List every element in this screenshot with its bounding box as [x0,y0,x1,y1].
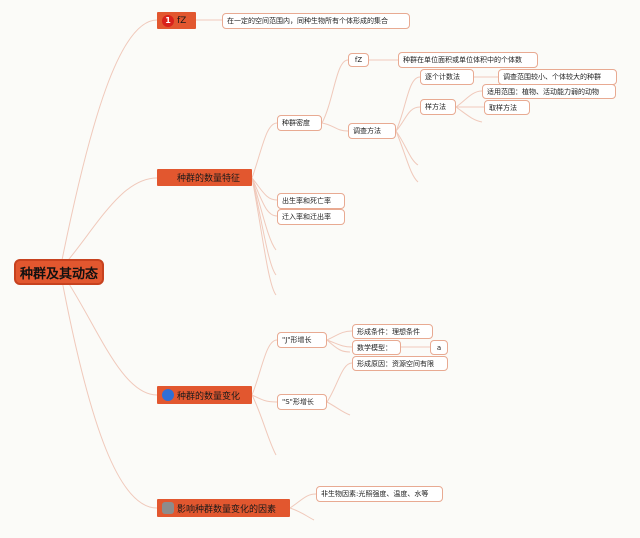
fz-density-label: fZ [354,56,363,64]
branch-quantity-features-label: 种群的数量特征 [177,174,241,184]
j-condition-node[interactable]: 形成条件：理想条件 [352,324,433,339]
migration-rate-label: 迁入率和迁出率 [282,213,331,221]
s-cause-text: 形成原因：资源空间有限 [357,359,434,368]
quadrat-method-node[interactable]: 样方法 [420,99,456,115]
s-growth-node[interactable]: "S"形增长 [277,394,327,410]
branch-quantity-features[interactable]: 种群的数量特征 [157,169,252,186]
abiotic-factors-text: 非生物因素:光照强度、温度、水等 [321,490,429,498]
j-model-value-node[interactable]: a [430,340,448,355]
s-growth-label: "S"形增长 [282,398,314,406]
j-model-node[interactable]: 数学模型： [352,340,401,355]
definition-node[interactable]: 在一定的空间范围内，同种生物所有个体形成的集合 [222,13,410,29]
j-growth-node[interactable]: "J"形增长 [277,332,327,348]
population-density-node[interactable]: 种群密度 [277,115,322,131]
sampling-method-node[interactable]: 取样方法 [484,100,530,115]
definition-text: 在一定的空间范围内，同种生物所有个体形成的集合 [227,17,388,25]
j-model-label: 数学模型： [357,343,392,352]
count-one-by-one-node[interactable]: 逐个计数法 [420,69,474,85]
count-one-by-one-note-node[interactable]: 调查范围较小、个体较大的种群 [498,69,617,85]
quadrat-scope-text: 适用范围：植物、活动能力弱的动物 [487,87,599,96]
branch-quantity-change-label: 种群的数量变化 [177,391,241,402]
density-definition-text: 种群在单位面积或单位体积中的个体数 [403,56,522,64]
root-topic[interactable]: 种群及其动态 [14,259,104,285]
j-model-value-text: a [436,343,442,352]
survey-method-label: 调查方法 [353,127,381,135]
branch-quantity-change[interactable]: 种群的数量变化 [157,386,252,404]
abiotic-factors-node[interactable]: 非生物因素:光照强度、温度、水等 [316,486,443,502]
j-growth-label: "J"形增长 [282,336,312,344]
branch-definition[interactable]: 1 fZ [157,12,196,29]
survey-method-node[interactable]: 调查方法 [348,123,396,139]
density-definition-node[interactable]: 种群在单位面积或单位体积中的个体数 [398,52,538,68]
s-cause-node[interactable]: 形成原因：资源空间有限 [352,356,448,371]
birth-death-rate-label: 出生率和死亡率 [282,197,331,205]
branch-influence-factors-label: 影响种群数量变化的因素 [177,504,277,515]
branch-definition-label: fZ [177,15,187,26]
root-topic-label: 种群及其动态 [19,266,98,282]
gray-square-icon [162,502,174,514]
migration-rate-node[interactable]: 迁入率和迁出率 [277,209,345,225]
count-one-by-one-label: 逐个计数法 [425,73,460,81]
fz-density-node[interactable]: fZ [348,53,369,67]
blue-circle-icon [162,389,174,401]
count-one-by-one-note-text: 调查范围较小、个体较大的种群 [503,73,601,81]
quadrat-method-label: 样方法 [425,103,446,111]
population-density-label: 种群密度 [282,119,310,127]
sampling-method-label: 取样方法 [489,103,517,112]
number-one-icon: 1 [162,14,174,27]
quadrat-scope-node[interactable]: 适用范围：植物、活动能力弱的动物 [482,84,616,99]
birth-death-rate-node[interactable]: 出生率和死亡率 [277,193,345,209]
branch-influence-factors[interactable]: 影响种群数量变化的因素 [157,499,290,517]
j-condition-text: 形成条件：理想条件 [357,327,420,336]
